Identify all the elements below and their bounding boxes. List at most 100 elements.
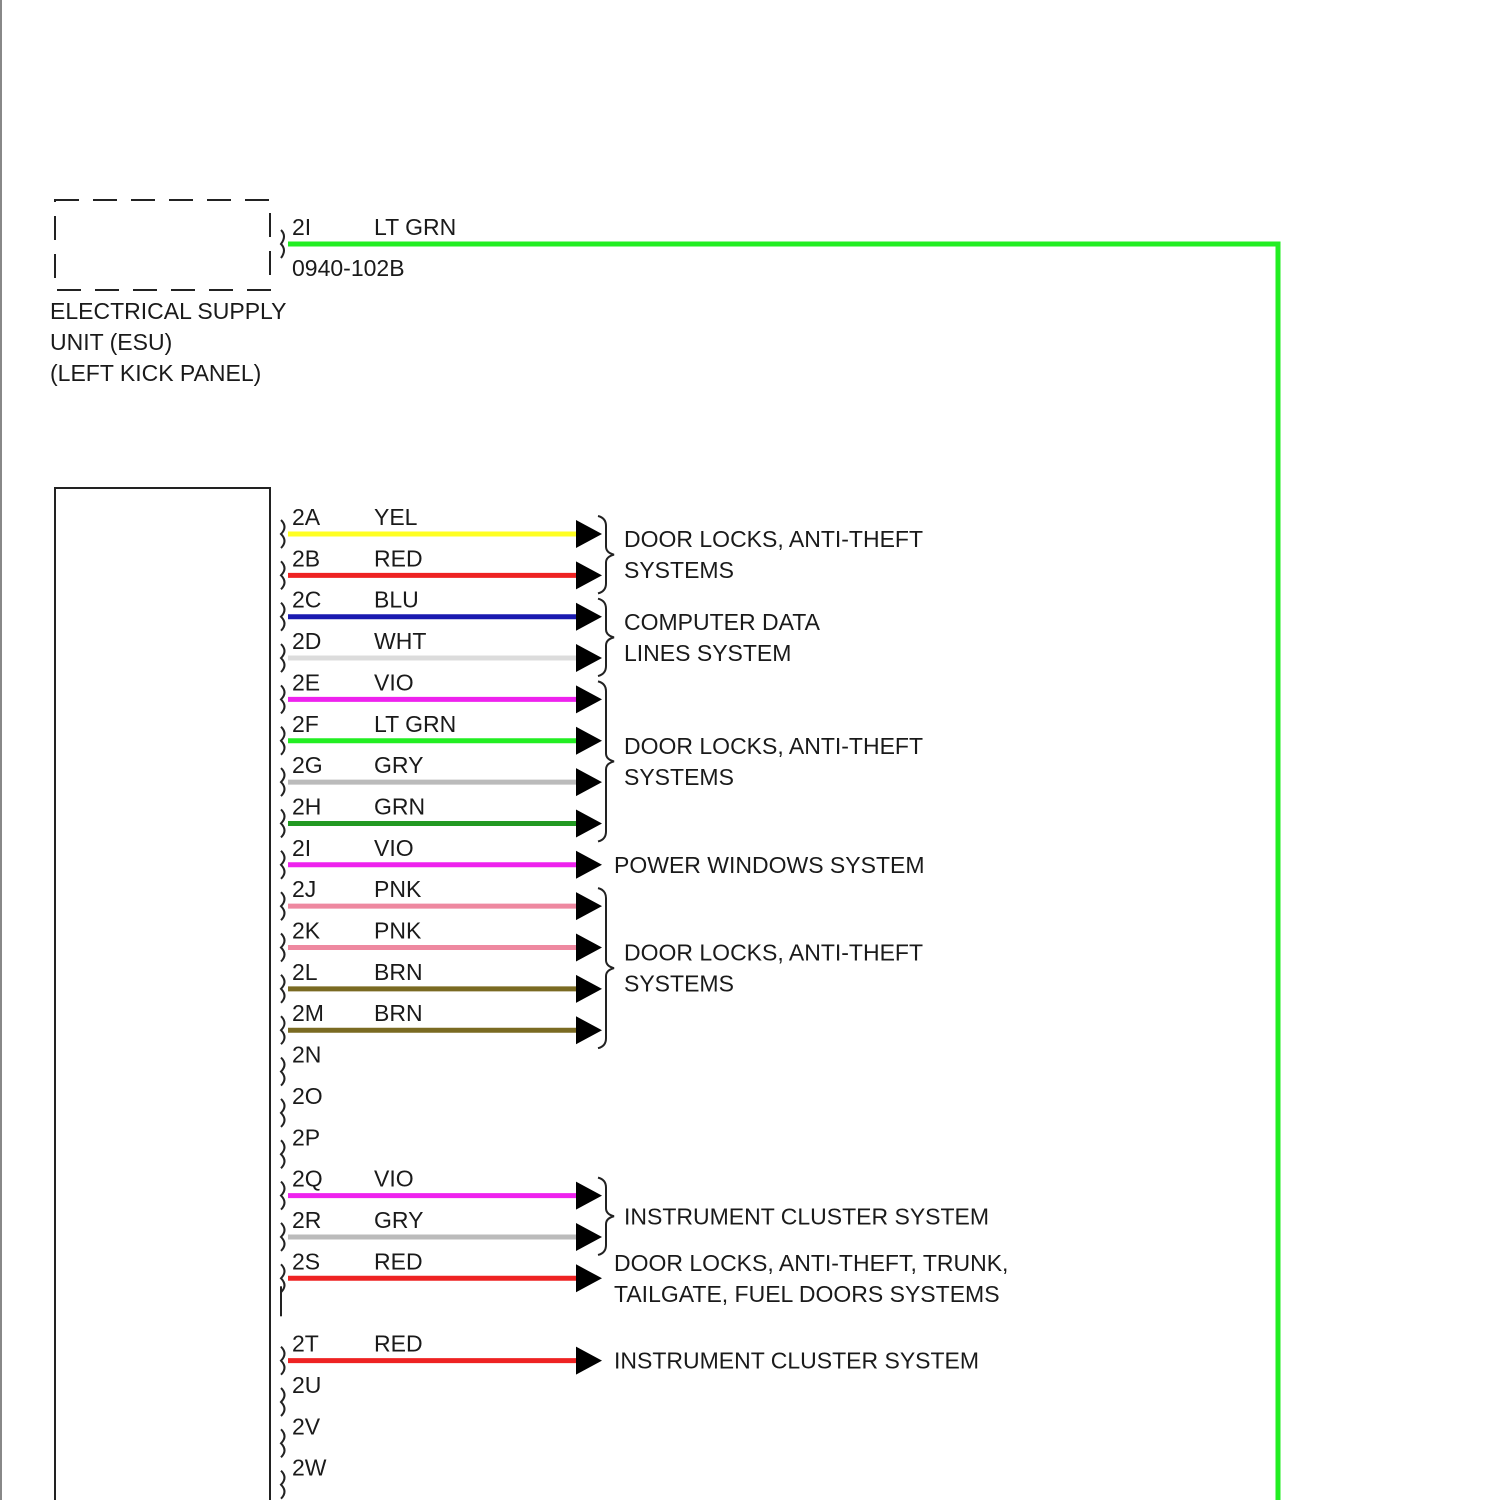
pin-label: 2G [292,752,323,778]
pin-label: 2D [292,628,321,654]
pin-row-2n: 2N [281,1042,321,1086]
group-brace [598,888,614,1048]
destination-groups: DOOR LOCKS, ANTI-THEFTSYSTEMSCOMPUTER DA… [598,516,1008,1374]
esu-label-line-1: ELECTRICAL SUPPLY [50,298,286,324]
group-brace [598,599,614,676]
wire-color-label: VIO [374,1166,414,1192]
destination-label: LINES SYSTEM [624,640,791,666]
pin-connector-bracket [281,1429,285,1457]
destination-label: DOOR LOCKS, ANTI-THEFT [624,733,923,759]
pin-label: 2H [292,793,321,819]
destination-label: COMPUTER DATA [624,609,821,635]
pin-label: 2J [292,876,316,902]
pin-row-2j: 2J PNK [281,876,602,920]
group-brace [598,1178,614,1255]
wire-color-label: GRY [374,1207,423,1233]
connector-body [55,488,270,1500]
esu-label-line-3: (LEFT KICK PANEL) [50,360,261,386]
pin-connector-bracket [281,1058,285,1086]
pin-label: 2V [292,1413,321,1439]
pin-connector-bracket [281,1182,285,1210]
arrow-icon [576,1016,602,1044]
pin-row-2i: 2I VIO [281,835,602,879]
arrow-icon [576,1347,602,1375]
arrow-icon [576,768,602,796]
pin-connector-bracket [281,685,285,713]
destination-label: POWER WINDOWS SYSTEM [614,852,925,878]
pin-label: 2P [292,1124,320,1150]
destination-group: INSTRUMENT CLUSTER SYSTEM [598,1178,989,1255]
pin-label: 2K [292,918,321,944]
arrow-icon [576,934,602,962]
destination-label: TAILGATE, FUEL DOORS SYSTEMS [614,1281,1000,1307]
arrow-icon [576,644,602,672]
pin-label: 2F [292,711,319,737]
pin-row-2k: 2K PNK [281,918,602,962]
pin-row-2o: 2O [281,1083,323,1127]
pin-row-2d: 2DWHT [281,628,602,672]
arrow-icon [576,1223,602,1251]
pin-row-2b: 2BRED [281,545,602,589]
pin-connector-bracket [281,934,285,962]
arrow-icon [576,561,602,589]
pin-row-2p: 2P [281,1124,320,1168]
arrow-icon [576,727,602,755]
destination-group: DOOR LOCKS, ANTI-THEFT, TRUNK, TAILGATE, … [614,1250,1008,1307]
pin-label: 2B [292,545,320,571]
pin-label: 2M [292,1000,324,1026]
pin-row-2u: 2U [281,1372,321,1416]
wire-color-label: PNK [374,918,422,944]
esu-label-line-2: UNIT (ESU) [50,329,172,355]
pin-row-2a: 2AYEL [281,504,602,548]
arrow-icon [576,851,602,879]
pin-connector-bracket [281,1388,285,1416]
pin-connector-bracket [281,975,285,1003]
esu-top-pin: 2I [292,214,311,240]
pin-row-2q: 2Q VIO [281,1166,602,1210]
pin-label: 2R [292,1207,321,1233]
wire-color-label: VIO [374,835,414,861]
pin-connector-bracket [281,1140,285,1168]
pin-label: 2Q [292,1166,323,1192]
pin-row-2r: 2R GRY [281,1207,602,1251]
destination-label: SYSTEMS [624,764,734,790]
destination-label: INSTRUMENT CLUSTER SYSTEM [614,1348,979,1374]
destination-group: INSTRUMENT CLUSTER SYSTEM [614,1348,979,1374]
pin-label: 2I [292,835,311,861]
destination-label: SYSTEMS [624,971,734,997]
esu-top-wire-color-label: LT GRN [374,214,456,240]
arrow-icon [576,603,602,631]
pin-connector-bracket [281,1223,285,1251]
destination-label: SYSTEMS [624,557,734,583]
arrow-icon [576,975,602,1003]
pin-label: 2T [292,1331,319,1357]
pin-connector-bracket [281,892,285,920]
pin-label: 2U [292,1372,321,1398]
pin-label: 2N [292,1042,321,1068]
pin-label: 2S [292,1248,320,1274]
destination-label: DOOR LOCKS, ANTI-THEFT [624,526,923,552]
arrow-icon [576,685,602,713]
pin-label: 2L [292,959,318,985]
pin-label: 2E [292,669,320,695]
destination-group: DOOR LOCKS, ANTI-THEFTSYSTEMS [598,888,923,1048]
wire-color-label: YEL [374,504,418,530]
destination-label: INSTRUMENT CLUSTER SYSTEM [624,1203,989,1229]
arrow-icon [576,520,602,548]
pin-label: 2C [292,587,321,613]
pin-connector-bracket [281,1016,285,1044]
destination-label: DOOR LOCKS, ANTI-THEFT, TRUNK, [614,1250,1008,1276]
pin-connector-bracket [281,603,285,631]
pin-connector-bracket [281,1347,285,1375]
wire-color-label: PNK [374,876,422,902]
pin-connector-bracket [281,727,285,755]
wire-color-label: GRY [374,752,423,778]
wire-color-label: BRN [374,1000,423,1026]
